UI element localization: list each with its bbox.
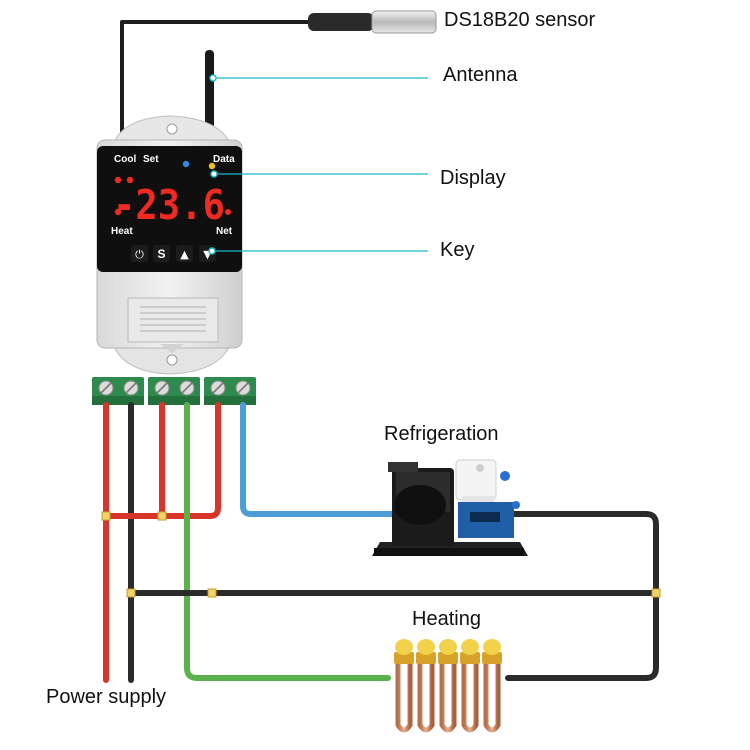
refrigeration-unit	[372, 459, 528, 556]
terminal-block-1	[92, 377, 144, 405]
heat-label: Heat	[111, 226, 133, 237]
set-key[interactable]: S	[153, 245, 170, 262]
display-panel	[97, 146, 242, 272]
terminal-cover	[127, 297, 219, 343]
key-label: Key	[440, 239, 475, 261]
antenna-label: Antenna	[443, 64, 518, 86]
temperature-reading: -23.6	[113, 181, 225, 229]
sensor-cable	[120, 20, 318, 145]
set-key-label: S	[157, 247, 165, 261]
sensor-probe-sleeve	[308, 13, 374, 31]
power-key[interactable]: ⏻	[131, 245, 148, 262]
terminal-block-2	[148, 377, 200, 405]
net-label: Net	[216, 226, 233, 237]
red-jumper-wire	[103, 402, 221, 519]
sensor-probe-tip	[371, 10, 437, 34]
green-heating-wire	[184, 402, 391, 681]
set-indicator-led	[182, 160, 190, 168]
up-key[interactable]: ▲	[176, 245, 193, 262]
antenna	[205, 50, 214, 142]
heat-indicator-led	[114, 208, 122, 216]
power-supply-label: Power supply	[46, 686, 167, 708]
down-arrow-icon: ▼	[203, 248, 212, 261]
up-arrow-icon: ▲	[180, 248, 189, 261]
heating-label: Heating	[412, 608, 481, 630]
display-label: Display	[440, 167, 506, 189]
set-label: Set	[143, 154, 159, 165]
refrigeration-label: Refrigeration	[384, 423, 499, 445]
blue-refrigeration-wire	[240, 402, 395, 517]
cool-indicator-led	[114, 176, 122, 184]
sensor-label: DS18B20 sensor	[444, 9, 596, 31]
terminal-block-3	[204, 377, 256, 405]
data-indicator-led	[208, 162, 216, 170]
terminal-blocks	[92, 377, 256, 405]
power-icon: ⏻	[135, 248, 144, 261]
data-label: Data	[213, 154, 235, 165]
heating-elements	[394, 639, 502, 733]
cool-label: Cool	[114, 154, 136, 165]
